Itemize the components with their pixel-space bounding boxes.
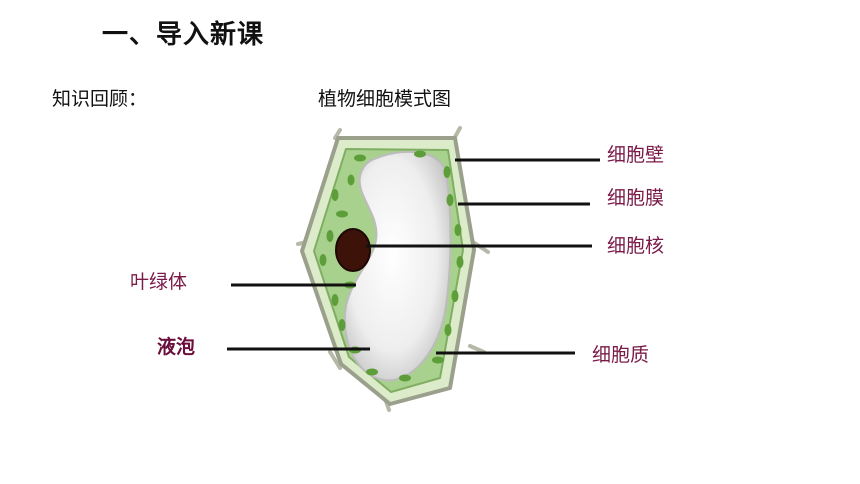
label-cell-membrane: 细胞膜	[607, 187, 665, 209]
section-heading: 一、导入新课	[102, 20, 265, 50]
knowledge-review-label: 知识回顾：	[52, 88, 148, 110]
chloroplasts	[319, 150, 464, 382]
diagram-title: 植物细胞模式图	[318, 88, 452, 110]
label-cell-wall: 细胞壁	[607, 144, 665, 166]
leader-lines	[227, 158, 600, 355]
label-nucleus: 细胞核	[607, 235, 665, 257]
label-chloroplast: 叶绿体	[130, 271, 188, 293]
nucleus	[335, 228, 371, 272]
label-vacuole: 液泡	[157, 336, 196, 358]
label-cytoplasm: 细胞质	[592, 344, 650, 366]
